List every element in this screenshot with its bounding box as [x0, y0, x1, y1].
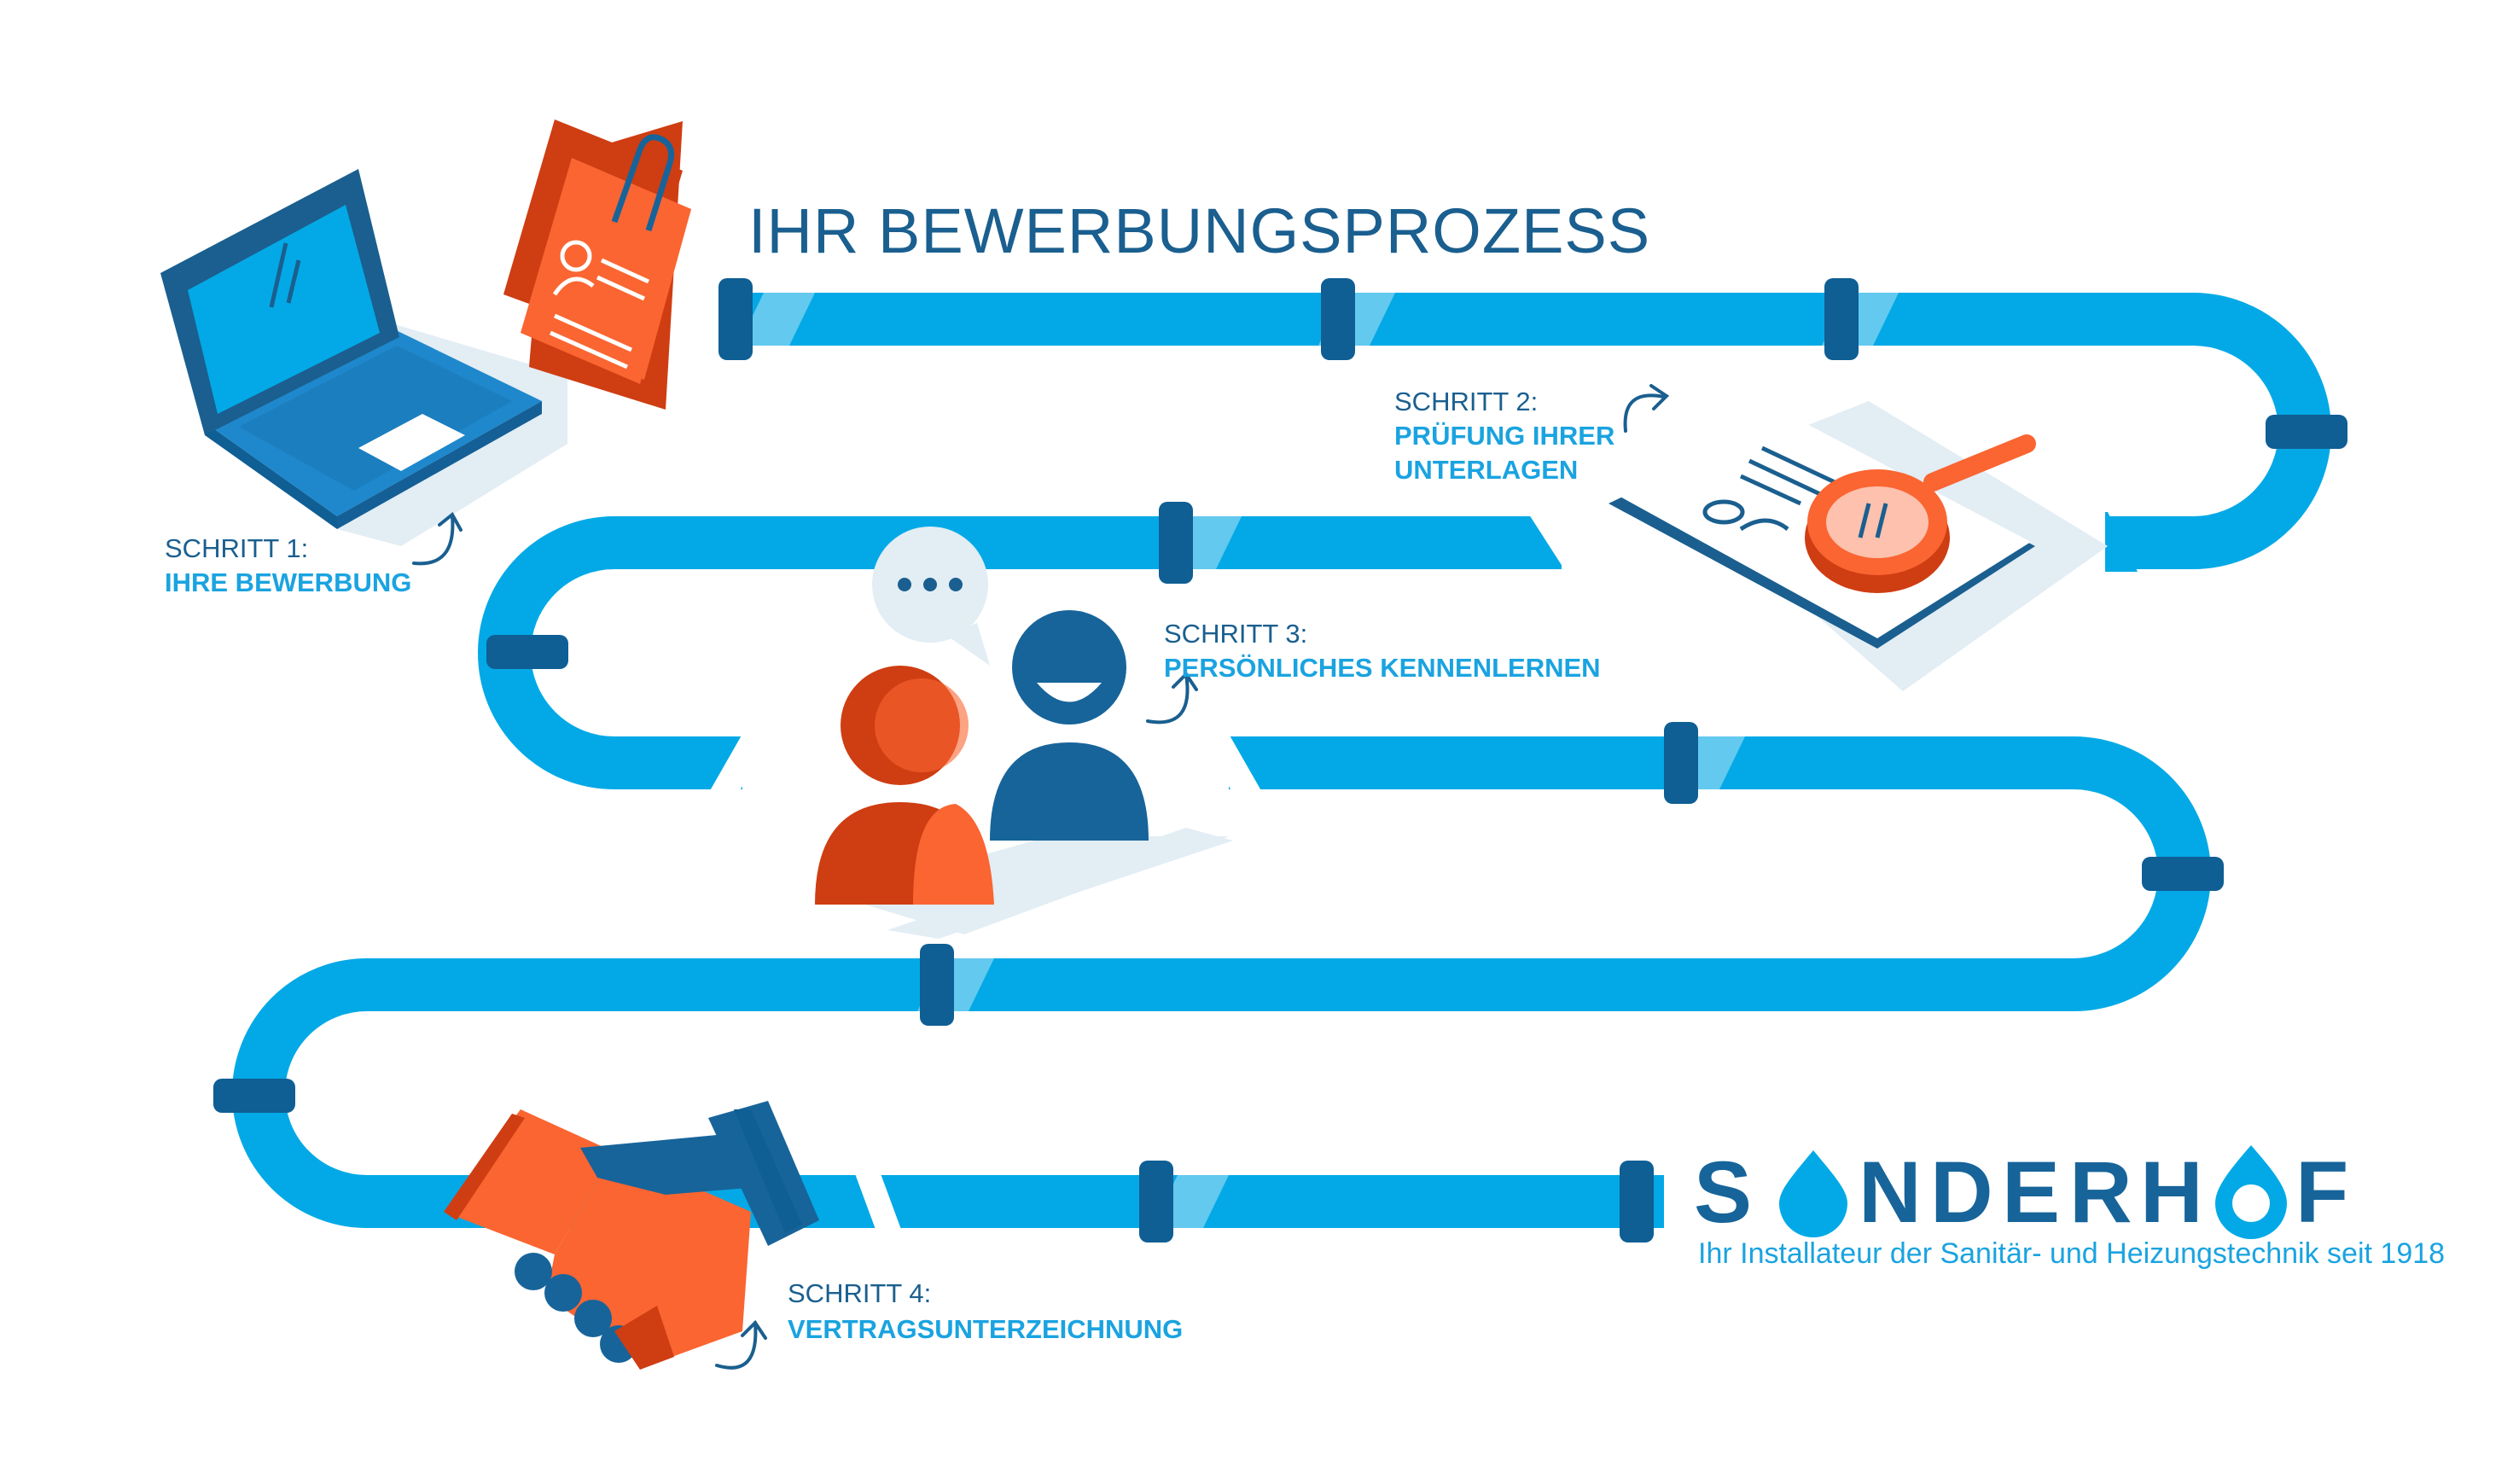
pipe-joint: [2142, 857, 2224, 891]
logo-letter: N: [1859, 1144, 1922, 1241]
curved-arrow-icon: [715, 1319, 767, 1370]
page-title: IHR BEWERBUNGSPROZESS: [748, 195, 1651, 266]
step-4-label: SCHRITT 4:: [788, 1278, 932, 1308]
pipe-joint: [920, 944, 954, 1026]
pipe-joint: [1824, 278, 1859, 360]
curved-arrow-icon: [412, 511, 462, 566]
step-4-text: VERTRAGSUNTERZEICHNUNG: [788, 1314, 1184, 1344]
logo-letter: F: [2295, 1144, 2348, 1241]
two-people-chat-icon: [815, 527, 1233, 939]
step-2-text-line-2: UNTERLAGEN: [1394, 455, 1579, 485]
pipe-joint: [1664, 722, 1698, 804]
step-3-label: SCHRITT 3:: [1164, 619, 1308, 649]
document-magnifier-icon: [1609, 401, 2108, 691]
pipe-joint: [1620, 1161, 1654, 1242]
handshake-icon: [444, 1101, 819, 1370]
company-logo: S N D E R H F: [1694, 1144, 2348, 1241]
pipe-joint: [2266, 415, 2347, 449]
logo-letter: E: [2002, 1144, 2060, 1241]
step-1-label: SCHRITT 1:: [165, 533, 309, 563]
pipe-joint: [1321, 278, 1355, 360]
pipe-joint: [1139, 1161, 1173, 1242]
curved-arrow-icon: [1623, 384, 1670, 433]
pipe-joint: [1159, 502, 1193, 584]
water-drop-icon: [1779, 1150, 1847, 1237]
step-2-label: SCHRITT 2:: [1394, 387, 1539, 416]
step-3-text: PERSÖNLICHES KENNENLERNEN: [1164, 653, 1601, 683]
step-2-text-line-1: PRÜFUNG IHRER: [1394, 421, 1615, 451]
step-1-text: IHRE BEWERBUNG: [165, 567, 412, 597]
logo-letter: H: [2140, 1144, 2203, 1241]
curved-arrow-icon: [1146, 671, 1198, 725]
pipe-joints: [213, 278, 2347, 1242]
pipe-joint: [718, 278, 753, 360]
logo-tagline: Ihr Installateur der Sanitär- und Heizun…: [1698, 1237, 2446, 1270]
pipe-end-angled: [2105, 512, 2138, 572]
pipe-joint: [486, 635, 568, 669]
laptop-with-application-icon: [160, 119, 691, 546]
pipe-gaps: [708, 512, 1600, 1234]
curved-arrows: [412, 384, 1670, 1370]
pipe-joint: [213, 1079, 295, 1113]
logo-letter: R: [2069, 1144, 2132, 1241]
logo-letter: D: [1930, 1144, 1993, 1241]
pipe-segment-3: [232, 736, 2211, 1228]
logo-letter: S: [1694, 1144, 1752, 1241]
